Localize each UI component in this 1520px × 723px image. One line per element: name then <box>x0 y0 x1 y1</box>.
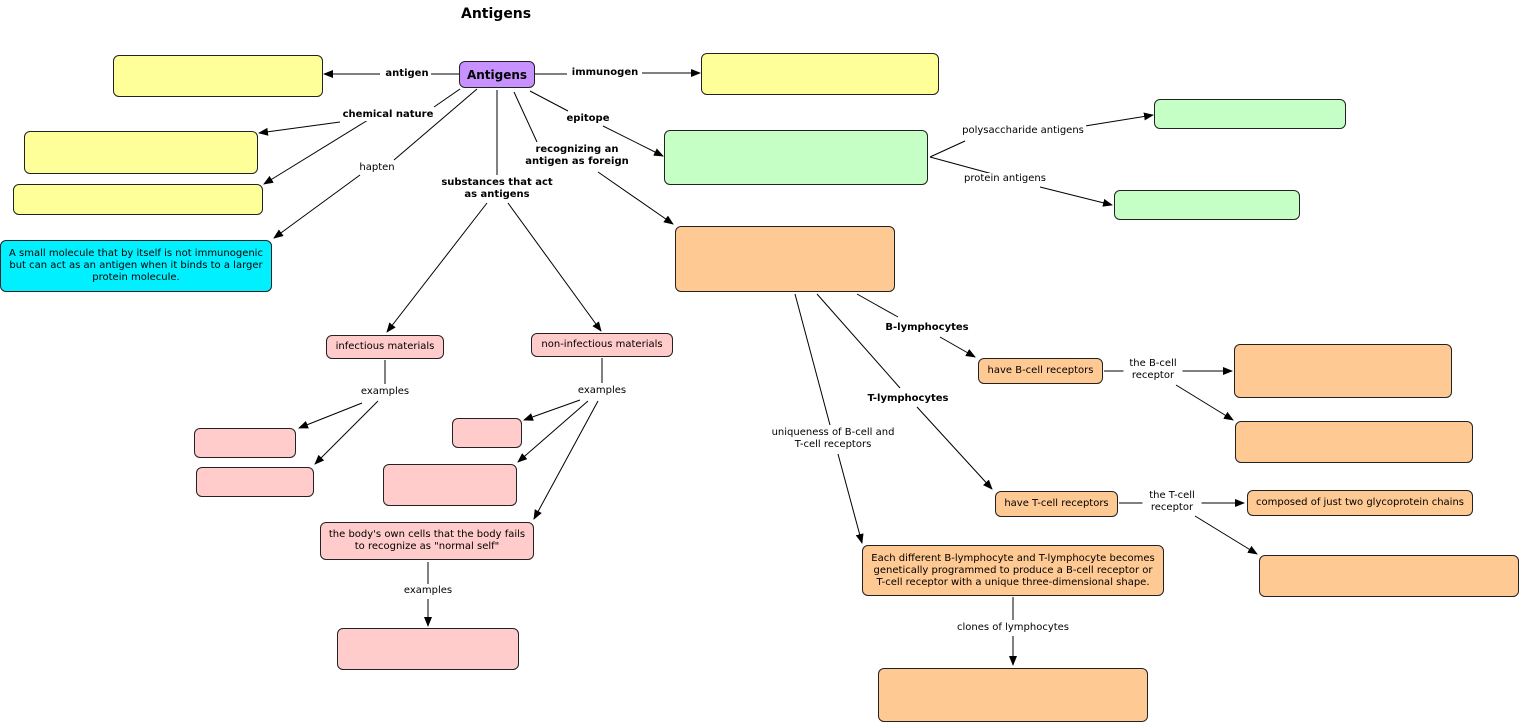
concept-non-infectious-materials[interactable]: non-infectious materials <box>531 333 673 357</box>
arrow-recognizing <box>597 171 674 225</box>
concept-body-own-cells[interactable]: the body's own cells that the body fails… <box>320 522 534 560</box>
arrow-b-lymph <box>939 336 976 358</box>
link-label-polysaccharide: polysaccharide antigens <box>960 125 1086 137</box>
connector-root-chemical <box>433 88 461 108</box>
link-label-examples-noninfectious: examples <box>575 385 629 397</box>
arrow-substances-infectious <box>386 202 488 333</box>
arrow-t-receptor-2 <box>1194 515 1258 555</box>
arrow-hapten <box>273 174 361 239</box>
connector-root-epitope <box>529 90 569 112</box>
arrow-chemical-1 <box>258 121 341 136</box>
arrow-uniqueness <box>837 453 864 544</box>
link-label-examples-infectious: examples <box>358 386 412 398</box>
concept-t-receptor-blank[interactable] <box>1259 555 1519 597</box>
arrow-protein <box>1039 186 1113 207</box>
concept-antigen-blank[interactable] <box>113 55 323 97</box>
arrow-chemical-2 <box>263 119 369 185</box>
arrow-noninfectious-2 <box>517 400 589 463</box>
concept-noninfectious-example-1[interactable] <box>452 418 522 448</box>
connector-root-hapten <box>393 88 478 161</box>
arrow-t-lymph <box>916 406 993 490</box>
link-label-protein: protein antigens <box>962 173 1048 185</box>
arrow-substances-noninfectious <box>507 202 602 332</box>
concept-b-receptor-blank-2[interactable] <box>1235 421 1473 463</box>
link-label-epitope: epitope <box>564 113 612 125</box>
concept-unique-receptor-shape[interactable]: Each different B-lymphocyte and T-lympho… <box>862 545 1164 596</box>
link-label-b-cell-receptor: the B-cell receptor <box>1123 358 1183 382</box>
link-label-uniqueness-text: uniqueness of B-cell and T-cell receptor… <box>771 427 895 450</box>
concept-root-antigens[interactable]: Antigens <box>459 61 535 88</box>
arrow-infectious-2 <box>314 400 379 465</box>
concept-two-glycoprotein-chains[interactable]: composed of just two glycoprotein chains <box>1247 490 1473 516</box>
connector-uniqueness <box>794 293 831 426</box>
concept-noninfectious-example-2[interactable] <box>383 464 517 506</box>
arrow-noninfectious-1 <box>523 399 581 421</box>
concept-hapten-definition[interactable]: A small molecule that by itself is not i… <box>0 240 272 292</box>
concept-infectious-materials[interactable]: infectious materials <box>326 335 444 359</box>
concept-b-receptor-blank-1[interactable] <box>1234 344 1452 398</box>
link-label-b-lymphocytes: B-lymphocytes <box>883 322 971 334</box>
connector-b-lymph <box>856 293 899 318</box>
concept-recognizing-blank[interactable] <box>675 226 895 292</box>
connector-root-recognizing <box>513 91 538 143</box>
link-label-chemical-nature: chemical nature <box>340 109 436 121</box>
link-label-clones: clones of lymphocytes <box>954 622 1072 634</box>
link-label-uniqueness: uniqueness of B-cell and T-cell receptor… <box>766 427 900 451</box>
connector-protein <box>929 156 1001 177</box>
link-label-b-cell-receptor-text: the B-cell receptor <box>1129 358 1177 381</box>
concept-clones-blank[interactable] <box>878 668 1148 722</box>
connector-polysaccharide <box>929 140 966 158</box>
concept-chemical-nature-blank-1[interactable] <box>24 131 258 174</box>
diagram-title: Antigens <box>461 6 532 22</box>
concept-protein-blank[interactable] <box>1114 190 1300 220</box>
connector-t-lymph <box>816 293 901 389</box>
concept-epitope-blank[interactable] <box>664 130 928 185</box>
link-label-recognizing: recognizing an antigen as foreign <box>520 144 634 168</box>
link-label-substances-text: substances that act as antigens <box>441 177 553 200</box>
link-label-recognizing-text: recognizing an antigen as foreign <box>525 144 629 167</box>
link-label-substances: substances that act as antigens <box>437 177 557 201</box>
link-label-immunogen: immunogen <box>569 67 641 79</box>
arrow-noninfectious-3 <box>533 400 599 520</box>
concept-body-cells-example[interactable] <box>337 628 519 670</box>
concept-polysaccharide-blank[interactable] <box>1154 99 1346 129</box>
link-label-antigen: antigen <box>383 68 431 80</box>
concept-chemical-nature-blank-2[interactable] <box>13 184 263 215</box>
arrow-polysaccharide <box>1084 112 1154 127</box>
arrow-epitope <box>602 125 664 157</box>
arrow-b-receptor-2 <box>1175 384 1234 421</box>
link-label-examples-bodycells: examples <box>401 585 455 597</box>
concept-immunogen-blank[interactable] <box>701 53 939 95</box>
link-label-t-lymphocytes: T-lymphocytes <box>865 393 951 405</box>
link-label-t-cell-receptor: the T-cell receptor <box>1142 490 1202 514</box>
concept-infectious-example-2[interactable] <box>196 467 314 497</box>
concept-b-cell-receptors[interactable]: have B-cell receptors <box>978 358 1103 384</box>
arrow-infectious-1 <box>298 402 363 429</box>
concept-t-cell-receptors[interactable]: have T-cell receptors <box>995 491 1118 517</box>
concept-infectious-example-1[interactable] <box>194 428 296 458</box>
link-label-hapten: hapten <box>357 162 397 174</box>
link-label-t-cell-receptor-text: the T-cell receptor <box>1149 490 1195 513</box>
